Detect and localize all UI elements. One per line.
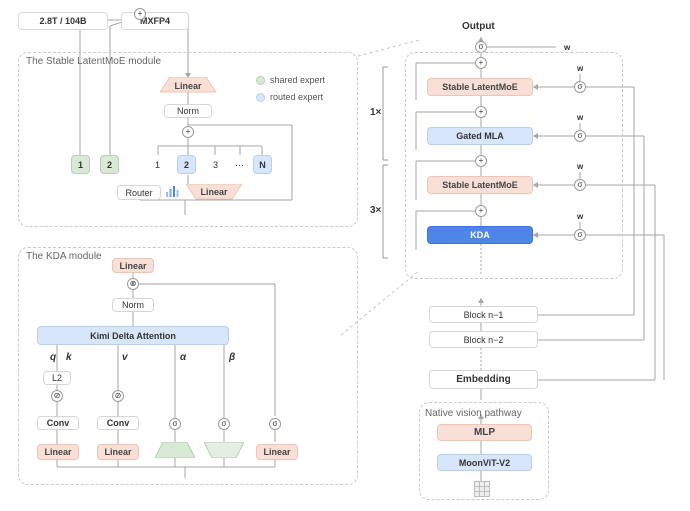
kda-linear-top: Linear [112,258,154,273]
vision-mlp: MLP [437,424,532,441]
stack-kda: KDA [427,226,533,244]
stack-embedding: Embedding [429,370,538,389]
stack-plus-2: + [475,106,487,118]
stack-stable-latentmoe-top: Stable LatentMoE [427,78,533,96]
kda-label-q: q [50,352,57,363]
kda-linear-qk: Linear [37,444,79,460]
moe-top-plus: + [134,8,146,20]
shared-expert-2: 2 [100,155,119,174]
gate-sigma-4: σ [574,229,586,241]
moe-linear-top-shape [160,77,216,93]
legend-routed-swatch [256,93,265,102]
vision-pathway-title: Native vision pathway [425,408,522,419]
routed-expert-n: N [253,155,272,174]
vision-pathway-panel [419,402,549,500]
stack-repeat-1x: 1× [370,107,382,118]
kda-module-panel [18,247,358,485]
kda-conv-v: Conv [97,416,139,430]
moe-router: Router [117,185,161,200]
stack-zoom-panel [405,52,623,279]
kda-sigma-gate: σ [269,418,281,430]
moe-sum-plus: + [182,126,194,138]
gate-w-4: w [577,212,584,221]
gate-sigma-2: σ [574,130,586,142]
kda-sigma-alpha: σ [169,418,181,430]
tag-params: 2.8T / 104B [18,12,108,30]
router-bar-icon [166,186,179,197]
kda-linear-v: Linear [97,444,139,460]
tag-precision: MXFP4 [121,12,189,30]
routed-expert-3: 3 [212,159,218,170]
moe-module-title: The Stable LatentMoE module [26,56,162,67]
stack-output: Output [462,21,495,32]
stack-block-n1: Block n−1 [429,306,538,323]
moe-norm: Norm [164,104,212,118]
kda-sigma-beta: σ [218,418,230,430]
routed-expert-2: 2 [177,155,196,174]
legend-shared-swatch [256,76,265,85]
image-patch-icon [474,481,490,497]
gate-w-2: w [577,113,584,122]
kda-module-title: The KDA module [26,251,102,262]
legend-shared-label: shared expert [270,75,326,85]
moe-linear-top: Linear [174,80,202,91]
kda-conv-qk: Conv [37,416,79,430]
kda-linear-gate: Linear [256,444,298,460]
gate-w-3: w [577,162,584,171]
moe-module-panel [18,52,358,227]
stack-stable-latentmoe-bottom: Stable LatentMoE [427,176,533,194]
stack-block-n2: Block n−2 [429,331,538,348]
routed-expert-ellipsis: ··· [235,159,244,170]
moe-linear-bottom: Linear [200,187,228,197]
stack-plus-1: + [475,57,487,69]
gate-sigma-3: σ [574,179,586,191]
kda-label-k: k [66,352,72,363]
vision-moonvit: MoonViT-V2 [437,454,532,471]
stack-gated-mla: Gated MLA [427,127,533,145]
stack-output-w: w [564,43,571,52]
kda-norm: Norm [112,298,154,312]
kda-label-beta: β [229,352,236,363]
stack-repeat-3x: 3× [370,205,382,216]
moe-linear-bottom-shape [186,184,242,200]
gate-sigma-1: σ [574,81,586,93]
kda-beta-projection [204,442,244,458]
kda-silu-qk: ⊘ [51,390,63,402]
kda-label-alpha: α [180,352,187,363]
kimi-delta-attention: Kimi Delta Attention [37,326,229,345]
legend-routed-label: routed expert [270,92,324,102]
kda-label-v: v [122,352,128,363]
shared-expert-1: 1 [71,155,90,174]
kda-l2: L2 [43,371,71,385]
routed-expert-1: 1 [154,159,160,170]
kda-gate-op: ⊗ [127,278,139,290]
gate-w-1: w [577,64,584,73]
kda-silu-v: ⊘ [112,390,124,402]
stack-plus-4: + [475,205,487,217]
stack-output-sigma: σ [475,41,487,53]
stack-plus-3: + [475,155,487,167]
kda-alpha-projection [155,442,195,458]
